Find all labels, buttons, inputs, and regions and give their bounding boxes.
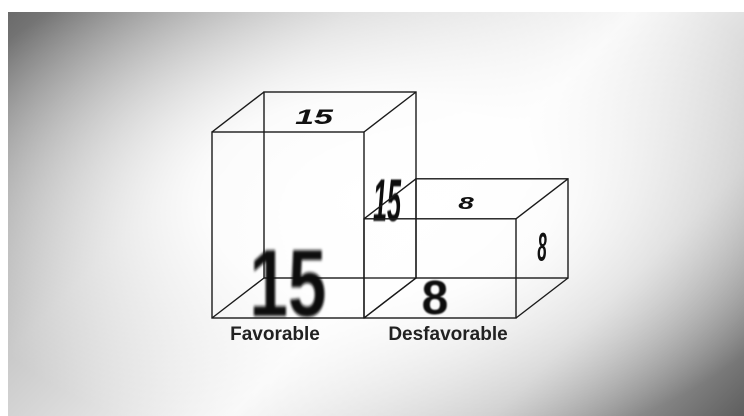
data-label-front: 15 bbox=[250, 229, 327, 337]
data-label-front: 8 bbox=[422, 272, 449, 325]
bar-depth-edge bbox=[212, 92, 264, 132]
bar-depth-edge bbox=[364, 92, 416, 132]
data-label-side: 8 bbox=[537, 225, 546, 269]
category-label-favorable: Favorable bbox=[230, 324, 320, 345]
data-label-top: 8 bbox=[458, 193, 474, 212]
category-label-desfavorable: Desfavorable bbox=[388, 324, 507, 345]
bar-depth-edge bbox=[516, 278, 568, 318]
bar-depth-edge bbox=[516, 179, 568, 219]
data-label-top: 15 bbox=[295, 105, 334, 129]
